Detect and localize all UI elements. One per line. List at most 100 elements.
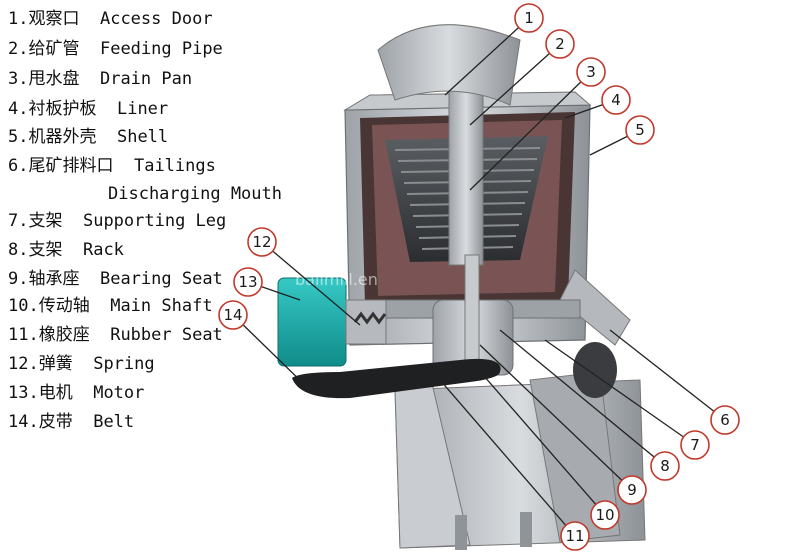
legend-number: 11. (8, 325, 39, 345)
tailings-chute (559, 269, 631, 346)
callout-number: 14 (223, 306, 242, 324)
legend-zh: 支架 (28, 240, 63, 260)
belt (292, 358, 501, 399)
legend-item: 13.电机 Motor (8, 383, 144, 403)
callout-circle (576, 57, 606, 87)
watermark: ballmill.en (295, 270, 378, 289)
callout-number: 2 (555, 35, 565, 53)
callout-circle (650, 451, 680, 481)
leader-line-11 (439, 379, 576, 537)
legend-zh: 尾矿排料口 (28, 156, 114, 176)
callout-circle (247, 227, 277, 257)
legend-number: 13. (8, 383, 39, 403)
legend-zh: 电机 (38, 383, 73, 403)
legend-number: 2. (8, 39, 29, 59)
legend-en: Supporting Leg (82, 211, 227, 231)
callout-number: 5 (635, 121, 645, 139)
legend-zh: 甩水盘 (28, 69, 80, 89)
callout-circle (233, 267, 263, 297)
legend-number: 7. (8, 211, 29, 231)
callout-11: 11 (560, 521, 590, 551)
legend-item: 14.皮带 Belt (8, 412, 134, 432)
legend-number: 8. (8, 240, 29, 260)
tailings-outlet-hole (573, 342, 617, 398)
legend-item: 1.观察口 Access Door (8, 9, 213, 29)
callout-1: 1 (514, 3, 544, 33)
leader-line-12 (261, 241, 361, 326)
legend-item: 10.传动轴 Main Shaft (8, 296, 213, 316)
leader-line-8 (499, 329, 666, 467)
legend-en: Drain Pan (99, 69, 193, 89)
legend-zh: 皮带 (38, 412, 73, 432)
legend-zh: 衬板护板 (28, 99, 97, 119)
callout-circle (545, 29, 575, 59)
callout-circle (680, 430, 710, 460)
access-door (377, 24, 521, 106)
legend-en: Liner (116, 99, 169, 119)
callout-number: 12 (252, 233, 271, 251)
legend-item: 2.给矿管 Feeding Pipe (8, 39, 223, 59)
legend-item: 12.弹簧 Spring (8, 354, 155, 374)
callout-number: 3 (586, 63, 596, 81)
spring (353, 311, 387, 325)
legend-zh: 观察口 (28, 9, 80, 29)
callout-14: 14 (218, 300, 248, 330)
legend-number: 9. (8, 269, 29, 289)
leader-line-9 (479, 344, 633, 491)
leader-line-3 (469, 71, 592, 191)
legend-zh: 支架 (28, 211, 63, 231)
callout-circle (710, 405, 740, 435)
legend-number: 1. (8, 9, 29, 29)
callout-2: 2 (545, 29, 575, 59)
leader-line-14 (232, 314, 311, 391)
legend-item: 4.衬板护板 Liner (8, 99, 168, 119)
legend-number: 4. (8, 99, 29, 119)
callout-number: 1 (524, 9, 534, 27)
callout-number: 6 (720, 411, 730, 429)
callout-4: 4 (601, 85, 631, 115)
legend-number: 3. (8, 69, 29, 89)
legend-item: 7.支架 Supporting Leg (8, 211, 226, 231)
legend-number: 6. (8, 156, 29, 176)
callout-number: 7 (690, 436, 700, 454)
leader-line-10 (469, 359, 606, 516)
callout-number: 4 (611, 91, 621, 109)
callout-9: 9 (617, 475, 647, 505)
legend-en: Bearing Seat (99, 269, 223, 289)
callout-5: 5 (625, 115, 655, 145)
legend-en: Shell (116, 127, 169, 147)
callout-6: 6 (710, 405, 740, 435)
legend-en: Rubber Seat (110, 325, 223, 345)
callout-number: 10 (595, 506, 614, 524)
legend-en: Tailings (133, 156, 216, 176)
main-shaft (464, 254, 480, 366)
callout-12: 12 (247, 227, 277, 257)
legend-en: Belt (93, 412, 135, 432)
legend-en: Main Shaft (110, 296, 213, 316)
legend-zh: 给矿管 (28, 39, 80, 59)
legend-number: 12. (8, 354, 39, 374)
legend-zh: 机器外壳 (28, 127, 97, 147)
callout-3: 3 (576, 57, 606, 87)
legend-item: 8.支架 Rack (8, 240, 124, 260)
legend-number: 14. (8, 412, 39, 432)
legend-zh: 橡胶座 (38, 325, 90, 345)
callout-7: 7 (680, 430, 710, 460)
legend-en: Spring (93, 354, 155, 374)
legend-item: Discharging Mouth (108, 184, 282, 204)
supporting-leg-left (455, 515, 467, 550)
callout-circle (590, 500, 620, 530)
callout-8: 8 (650, 451, 680, 481)
legend-item: 9.轴承座 Bearing Seat (8, 269, 223, 289)
callout-circle (560, 521, 590, 551)
legend-zh: 传动轴 (38, 296, 90, 316)
legend-en: Rack (82, 240, 124, 260)
legend-item: 6.尾矿排料口 Tailings (8, 156, 216, 176)
callout-circle (601, 85, 631, 115)
callout-circle (625, 115, 655, 145)
motor (277, 277, 347, 367)
legend-zh: 弹簧 (38, 354, 73, 374)
leader-lines (232, 17, 726, 537)
callout-number: 11 (565, 527, 584, 545)
legend-item: 5.机器外壳 Shell (8, 127, 168, 147)
